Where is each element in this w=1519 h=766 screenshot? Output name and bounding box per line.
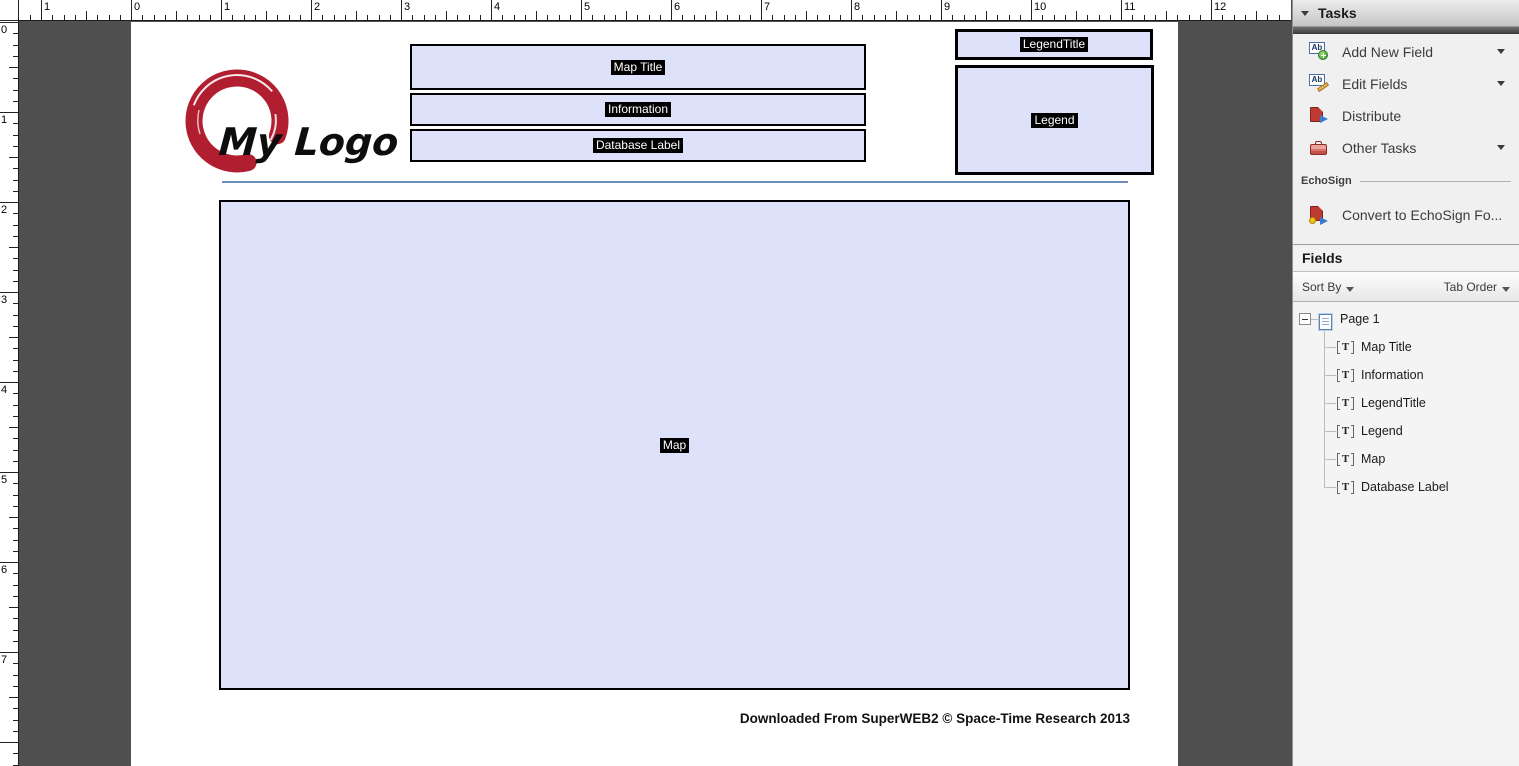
logo-text: My Logo xyxy=(217,120,400,164)
task-convert-echosign[interactable]: Convert to EchoSign Fo... xyxy=(1293,198,1519,232)
sort-by-button[interactable]: Sort By xyxy=(1302,280,1355,294)
fields-panel-title: Fields xyxy=(1302,250,1343,266)
text-field-icon: T xyxy=(1337,340,1354,354)
legend-title-field-label: LegendTitle xyxy=(1019,37,1089,52)
text-field-icon: T xyxy=(1337,424,1354,438)
information-field[interactable]: Information xyxy=(410,93,866,126)
tree-node-legend-title[interactable]: T LegendTitle xyxy=(1293,389,1519,417)
tree-node-map-title[interactable]: T Map Title xyxy=(1293,333,1519,361)
legend-field-label: Legend xyxy=(1031,112,1078,128)
map-field[interactable]: Map xyxy=(219,200,1130,690)
fields-tree: Page 1 T Map Title T Information T Legen… xyxy=(1293,302,1519,766)
header-separator-line xyxy=(222,181,1128,183)
tasks-collapse-icon[interactable] xyxy=(1301,10,1309,16)
echosign-convert-icon xyxy=(1309,205,1333,225)
task-add-new-field[interactable]: Ab Add New Field xyxy=(1293,36,1519,68)
legend-title-field[interactable]: LegendTitle xyxy=(955,29,1153,60)
tree-node-database-label[interactable]: T Database Label xyxy=(1293,473,1519,501)
edit-fields-icon: Ab xyxy=(1309,74,1333,94)
logo-brush-circle-icon xyxy=(185,69,289,173)
add-new-field-icon: Ab xyxy=(1309,42,1333,62)
tree-node-page1[interactable]: Page 1 xyxy=(1293,305,1519,333)
tree-node-information[interactable]: T Information xyxy=(1293,361,1519,389)
tree-node-legend[interactable]: T Legend xyxy=(1293,417,1519,445)
edit-fields-dropdown-icon[interactable] xyxy=(1497,81,1505,86)
database-label-field[interactable]: Database Label xyxy=(410,129,866,162)
information-field-label: Information xyxy=(604,102,672,117)
other-tasks-dropdown-icon[interactable] xyxy=(1497,145,1505,150)
map-title-field[interactable]: Map Title xyxy=(410,44,866,90)
tab-order-dropdown-icon xyxy=(1502,286,1510,292)
tree-node-map[interactable]: T Map xyxy=(1293,445,1519,473)
footer-credit: Downloaded From SuperWEB2 © Space-Time R… xyxy=(739,711,1130,726)
task-distribute[interactable]: Distribute xyxy=(1293,100,1519,132)
ruler-corner xyxy=(0,0,19,21)
page1-collapse-toggle[interactable] xyxy=(1299,313,1311,325)
task-other-tasks[interactable]: Other Tasks xyxy=(1293,132,1519,164)
other-tasks-icon xyxy=(1309,138,1333,158)
echosign-section-header: EchoSign xyxy=(1301,170,1511,192)
logo: My Logo xyxy=(175,64,405,176)
text-field-icon: T xyxy=(1337,480,1354,494)
tasks-header-shadow xyxy=(1293,27,1519,34)
fields-sort-bar: Sort By Tab Order xyxy=(1293,272,1519,302)
add-new-field-dropdown-icon[interactable] xyxy=(1497,49,1505,54)
text-field-icon: T xyxy=(1337,452,1354,466)
database-label-field-label: Database Label xyxy=(592,138,684,153)
fields-panel-header: Fields xyxy=(1293,244,1519,272)
tasks-panel-header[interactable]: Tasks xyxy=(1293,0,1519,27)
sort-by-dropdown-icon xyxy=(1346,286,1355,292)
tab-order-button[interactable]: Tab Order xyxy=(1444,280,1510,294)
map-field-label: Map xyxy=(659,437,690,453)
task-edit-fields[interactable]: Ab Edit Fields xyxy=(1293,68,1519,100)
text-field-icon: T xyxy=(1337,396,1354,410)
text-field-icon: T xyxy=(1337,368,1354,382)
page-icon xyxy=(1319,314,1332,330)
distribute-icon xyxy=(1309,106,1333,126)
map-title-field-label: Map Title xyxy=(610,59,666,75)
right-panel: Tasks Ab Add New Field Ab Edit Fields Di… xyxy=(1292,0,1519,766)
legend-field[interactable]: Legend xyxy=(955,65,1154,175)
tasks-panel-title: Tasks xyxy=(1318,5,1357,21)
